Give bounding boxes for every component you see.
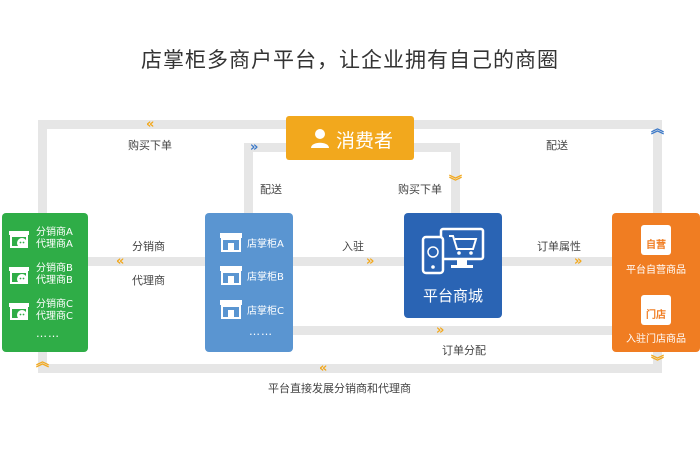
track-mid-left-horizontal [244,143,286,152]
store-goods-label: 入驻门店商品 [626,334,686,345]
track-row-right [502,257,614,266]
track-lower-horizontal [292,326,614,335]
distributor-row: 分销商A 代理商A [8,227,73,251]
label-order-assign: 订单分配 [442,344,486,357]
store-badge-text: 门店 [646,310,666,321]
page-title: 店掌柜多商户平台，让企业拥有自己的商圈 [141,48,559,72]
stores-card: 店掌柜A 店掌柜B 店掌柜C …… [205,213,293,352]
store-icon [220,300,242,319]
self-operated-badge: 自营 [641,225,671,255]
store-wechat-icon [9,303,29,320]
track-row-left [88,257,206,266]
store-wechat-icon [9,231,29,248]
store-row: 店掌柜C [219,298,284,320]
label-buy-order-mid: 购买下单 [398,183,442,196]
store-wechat-icon [9,267,29,284]
self-operated-badge-text: 自营 [646,240,666,251]
label-agent: 代理商 [132,274,165,287]
distributor-name: 分销商B [36,263,73,274]
distributor-name: 分销商A [36,227,73,238]
chevron-down-icon: ︾ [449,175,463,190]
consumer-box: 消费者 [286,116,414,160]
track-bottom-left-vertical [38,352,47,373]
chevron-right-icon: » [574,254,583,269]
stores-more: …… [249,325,273,338]
label-buy-order-left: 购买下单 [128,139,172,152]
track-right-vertical [653,120,662,216]
store-name: 店掌柜C [247,305,284,317]
track-mid-left-vertical [244,143,253,216]
store-name: 店掌柜A [247,238,284,250]
store-name: 店掌柜B [247,271,284,283]
label-distributor: 分销商 [132,240,165,253]
track-top-left [38,120,286,129]
self-operated-label: 平台自营商品 [626,265,686,276]
track-mid-right-vertical [451,143,460,216]
distributor-row: 分销商B 代理商B [8,263,73,287]
track-bottom-right-vertical [653,352,662,373]
chevron-right-icon: » [250,140,259,155]
track-left-vertical [38,120,47,216]
devices-cart-icon [421,227,485,275]
track-bottom-horizontal [38,364,662,373]
track-mid-right-horizontal [414,143,460,152]
label-platform-develop: 平台直接发展分销商和代理商 [268,382,411,395]
store-row: 店掌柜B [219,264,284,286]
chevron-right-icon: » [366,254,375,269]
store-badge: 门店 [641,295,671,325]
chevron-down-icon: ︾ [651,355,665,370]
chevron-up-icon: ︽ [36,355,50,370]
store-icon [220,266,242,285]
chevron-up-icon: ︽ [651,122,665,137]
chevron-right-icon: » [436,323,445,338]
label-deliver-mid: 配送 [260,183,282,196]
distributor-card: 分销商A 代理商A 分销商B 代理商B 分销商C 代理商C …… [2,213,88,352]
chevron-left-icon: « [146,117,155,132]
label-deliver-right: 配送 [546,139,568,152]
distributor-row: 分销商C 代理商C [8,299,73,323]
store-row: 店掌柜A [219,231,284,253]
chevron-left-icon: « [116,254,125,269]
person-icon [311,129,329,148]
agent-name: 代理商B [36,275,73,286]
mall-label: 平台商城 [422,287,483,305]
distributor-name: 分销商C [36,299,73,310]
label-order-attr: 订单属性 [537,240,581,253]
label-join: 入驻 [342,240,364,253]
agent-name: 代理商A [36,239,73,250]
track-top-right [414,120,662,129]
track-row-mid [292,257,405,266]
distributor-more: …… [36,327,60,340]
chevron-left-icon: « [319,361,328,376]
store-icon [220,233,242,252]
consumer-label: 消费者 [336,130,394,152]
agent-name: 代理商C [36,311,73,322]
mall-card: 平台商城 [404,213,502,318]
platform-card: 自营 平台自营商品 门店 入驻门店商品 [612,213,700,352]
